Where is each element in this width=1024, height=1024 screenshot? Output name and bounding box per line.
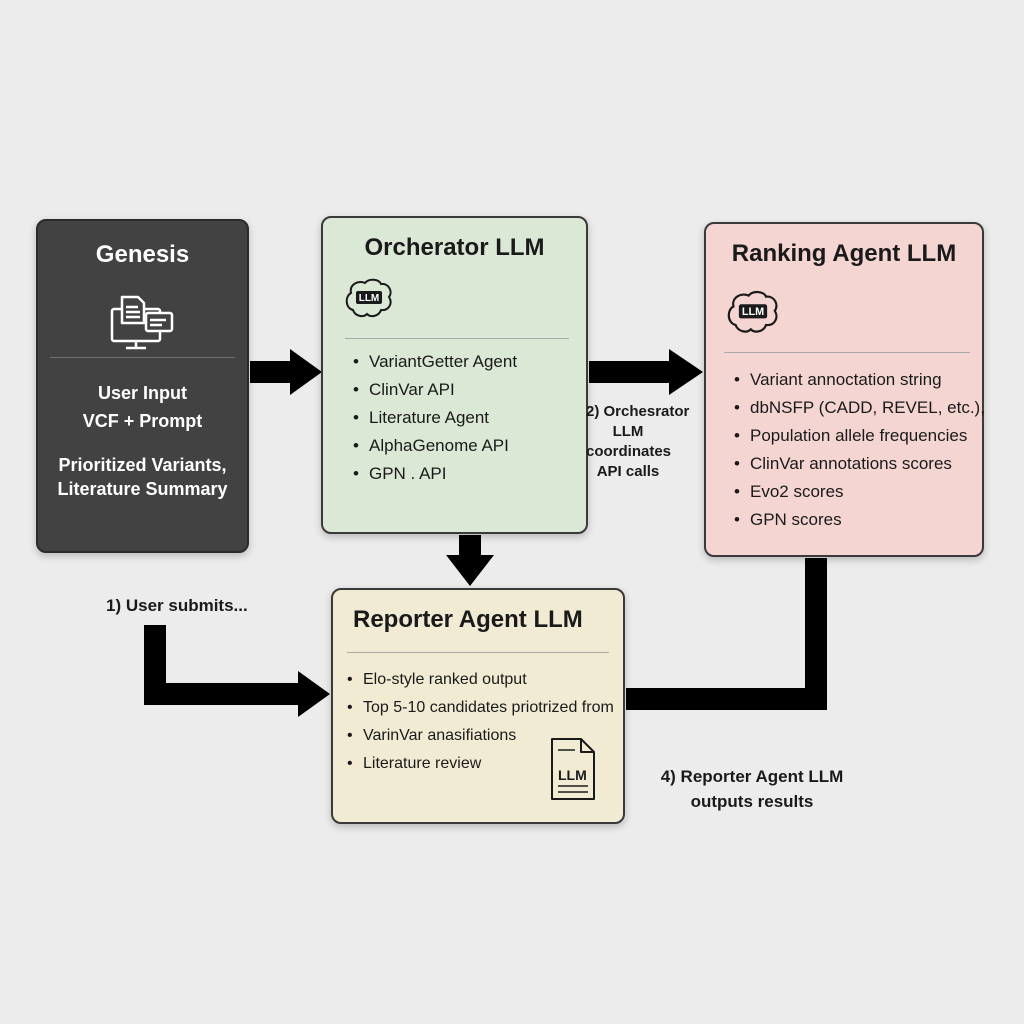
connector-ranking-to-reporter [626,558,827,710]
orchestrator-title: Orcherator LLM [364,234,545,261]
llm-document-icon [551,738,595,800]
step2-line: LLM [612,423,644,440]
reporter-box: Reporter Agent LLM Elo-style ranked outp… [331,588,625,824]
list-item: Elo-style ranked output [347,666,614,694]
list-item: GPN . API [353,460,517,488]
ranking-list: Variant annoctation string dbNSFP (CADD,… [734,366,985,534]
arrow-orchestrator-to-ranking [589,349,703,395]
arrow-orchestrator-to-reporter [446,535,494,586]
list-item: Evo2 scores [734,478,985,506]
genesis-divider [50,357,235,358]
list-item: dbNSFP (CADD, REVEL, etc.), [734,394,985,422]
step2-line: coordinates [586,443,672,460]
list-item: Literature Agent [353,404,517,432]
reporter-divider [347,652,609,653]
step4-line: outputs results [690,792,814,811]
list-item: AlphaGenome API [353,432,517,460]
step2-line: 2) Orchesrator [586,403,690,420]
ranking-box: Ranking Agent LLM LLM Variant annoctatio… [704,222,985,557]
genesis-title: Genesis [95,241,190,268]
list-item: Population allele frequencies [734,422,985,450]
list-item: GPN scores [734,506,985,534]
orchestrator-box: Orcherator LLM LLM VariantGetter Agent C… [321,216,588,534]
arrow-genesis-to-orchestrator [250,349,322,395]
genesis-line-user-input: User Input [97,383,187,403]
llm-brain-icon: LLM [345,278,392,318]
list-item: Literature review [347,750,614,778]
llm-brain-icon: LLM [727,290,778,333]
step2-line: API calls [596,463,660,480]
orchestrator-divider [345,338,569,339]
ranking-divider [724,352,970,353]
list-item: VariantGetter Agent [353,348,517,376]
step2-caption: 2) Orchesrator LLM coordinates API calls [586,402,690,482]
step4-line: 4) Reporter Agent LLM [660,767,844,786]
llm-icon-text: LLM [742,306,764,318]
step4-caption: 4) Reporter Agent LLM outputs results [652,764,852,814]
llm-icon-text: LLM [359,293,380,304]
orchestrator-list: VariantGetter Agent ClinVar API Literatu… [353,348,517,488]
desktop-documents-icon [110,295,174,350]
genesis-line-vcf-prompt: VCF + Prompt [82,411,203,431]
ranking-title: Ranking Agent LLM [731,240,957,267]
step1-caption: 1) User submits... [106,596,248,615]
list-item: ClinVar API [353,376,517,404]
arrow-user-to-reporter [144,625,330,717]
genesis-line-literature-summary: Literature Summary [57,479,228,499]
list-item: VarinVar anasifiations [347,722,614,750]
list-item: Variant annoctation string [734,366,985,394]
list-item: Top 5-10 candidates priotrized from [347,694,614,722]
reporter-title: Reporter Agent LLM [353,606,583,633]
list-item: ClinVar annotations scores [734,450,985,478]
reporter-list: Elo-style ranked output Top 5-10 candida… [347,666,614,778]
llm-document-label: LLM [558,767,587,783]
genesis-box: Genesis User Input VCF + Prompt Prioriti… [36,219,249,553]
genesis-line-prioritized-variants: Prioritized Variants, [58,455,227,475]
